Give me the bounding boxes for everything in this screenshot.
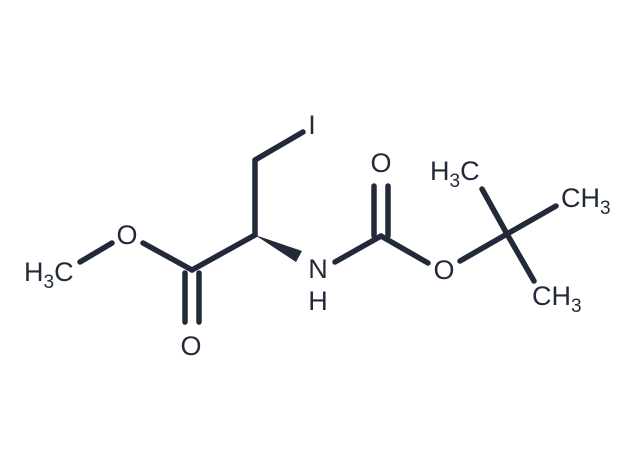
bond-quat-methyl-3 <box>504 231 537 284</box>
bond-n-carbamate <box>332 233 384 265</box>
bond-ester-c-o <box>140 240 195 273</box>
tbu-bottom-ch: CH <box>532 281 571 311</box>
atom-ether-oxygen: O <box>433 255 454 285</box>
methyl-left-c: C <box>54 257 74 287</box>
bond-iodine-ch2 <box>252 129 306 163</box>
wedge-bond-alpha-n <box>255 235 302 262</box>
atom-labels: I O H3C O N H O O H3C CH3 CH3 <box>24 110 611 361</box>
tbu-bottom-sub: 3 <box>571 296 582 317</box>
atom-ester-carbonyl-oxygen: O <box>180 331 201 361</box>
tbu-top-c: C <box>460 156 480 186</box>
bonds <box>77 129 559 325</box>
bond-alpha-ester-c <box>189 232 258 273</box>
tbu-right-ch: CH <box>561 183 600 213</box>
atom-tbu-methyl-bottom: CH3 <box>532 281 582 317</box>
atom-ester-oxygen: O <box>116 220 137 250</box>
atom-tbu-methyl-top: H3C <box>430 156 480 192</box>
atom-methyl-left: H3C <box>24 257 74 293</box>
bond-quat-methyl-1 <box>479 186 510 237</box>
tbu-top-h: H <box>430 156 450 186</box>
methyl-left-sub: 3 <box>44 272 55 293</box>
tbu-top-sub: 3 <box>450 171 461 192</box>
atom-iodine: I <box>308 110 316 140</box>
bond-quat-methyl-2 <box>504 203 559 237</box>
atom-carbamate-carbonyl-oxygen: O <box>370 148 391 178</box>
atom-nitrogen: N <box>308 254 328 284</box>
methyl-left-h: H <box>24 257 44 287</box>
tbu-right-sub: 3 <box>600 198 611 219</box>
bond-carbamate-ether-o <box>378 233 431 266</box>
atom-nh-hydrogen: H <box>308 286 328 316</box>
atom-tbu-methyl-right: CH3 <box>561 183 611 219</box>
bond-o-methyl <box>77 240 115 265</box>
bond-ether-o-quat <box>457 231 510 264</box>
